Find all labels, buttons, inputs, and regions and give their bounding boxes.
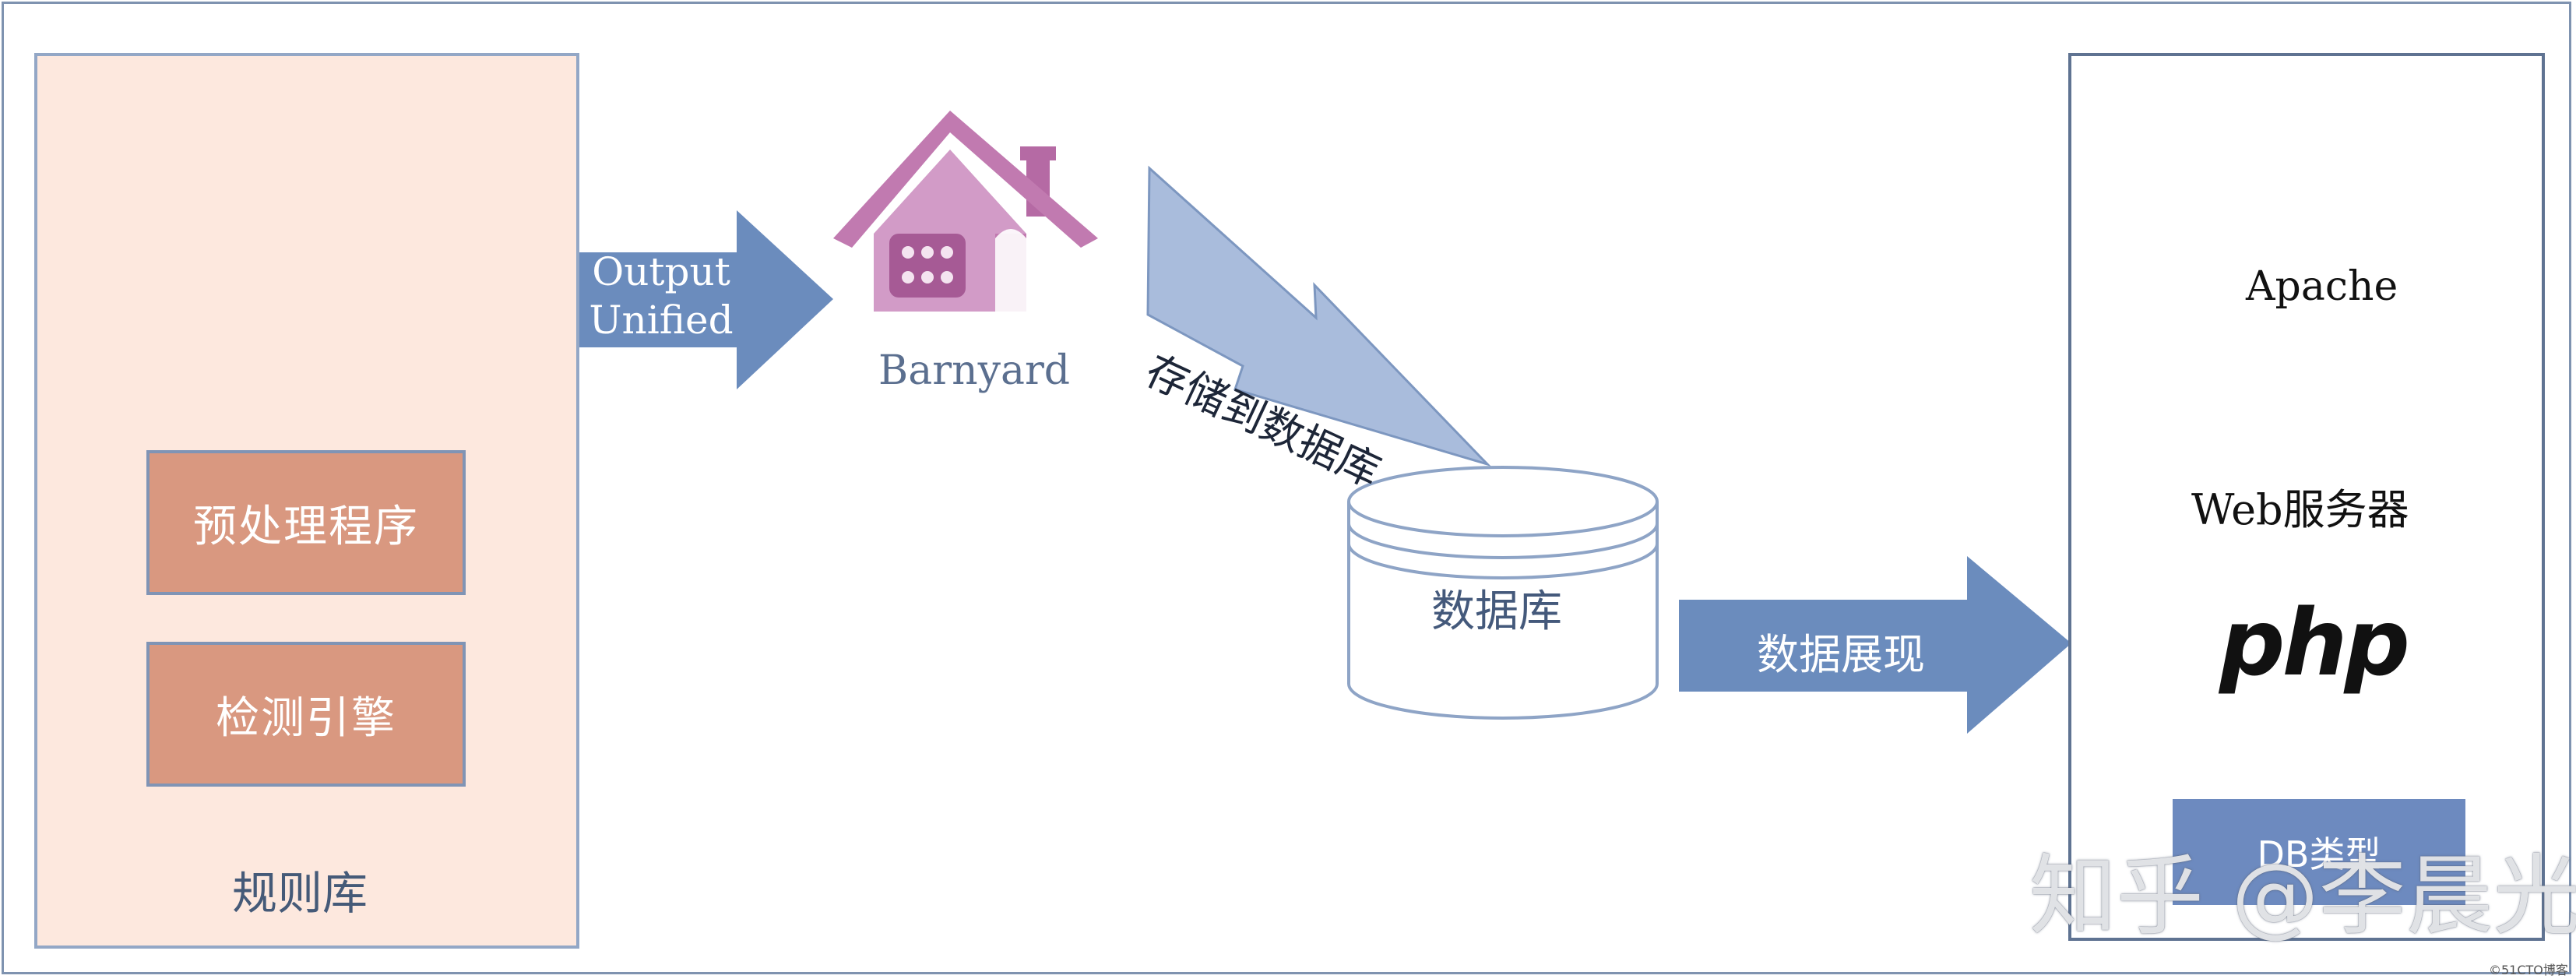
output-arrow bbox=[579, 210, 833, 389]
preprocessor-box: 预处理程序 bbox=[146, 450, 466, 595]
db-type-box: DB类型 bbox=[2173, 799, 2465, 905]
display-arrow bbox=[1679, 556, 2071, 734]
rules-library-label: 规则库 bbox=[232, 867, 368, 920]
house-icon bbox=[833, 111, 1098, 312]
store-arrow bbox=[1146, 165, 1492, 467]
rules-library-panel bbox=[34, 53, 579, 949]
detection-engine-label: 检测引擎 bbox=[216, 692, 396, 744]
web-server-panel bbox=[2068, 53, 2545, 941]
preprocessor-label: 预处理程序 bbox=[193, 501, 419, 552]
detection-engine-box: 检测引擎 bbox=[146, 642, 466, 787]
barnyard-label: Barnyard bbox=[878, 347, 1071, 394]
database-cylinder-icon bbox=[1347, 466, 1659, 720]
output-label-line2: Unified bbox=[589, 298, 734, 343]
db-type-label: DB类型 bbox=[2257, 833, 2381, 875]
web-server-label: Web服务器 bbox=[2191, 485, 2409, 534]
php-logo-text: php bbox=[2219, 589, 2410, 696]
database-label: 数据库 bbox=[1431, 586, 1562, 637]
apache-label: Apache bbox=[2246, 263, 2398, 310]
display-arrow-label: 数据展现 bbox=[1757, 630, 1925, 679]
credit-text: ©51CTO博客 bbox=[2489, 963, 2568, 977]
watermark: 知乎 @李晨光 bbox=[2029, 846, 2576, 947]
output-arrow-label: Output Unified bbox=[587, 248, 735, 344]
output-label-line1: Output bbox=[592, 249, 730, 294]
